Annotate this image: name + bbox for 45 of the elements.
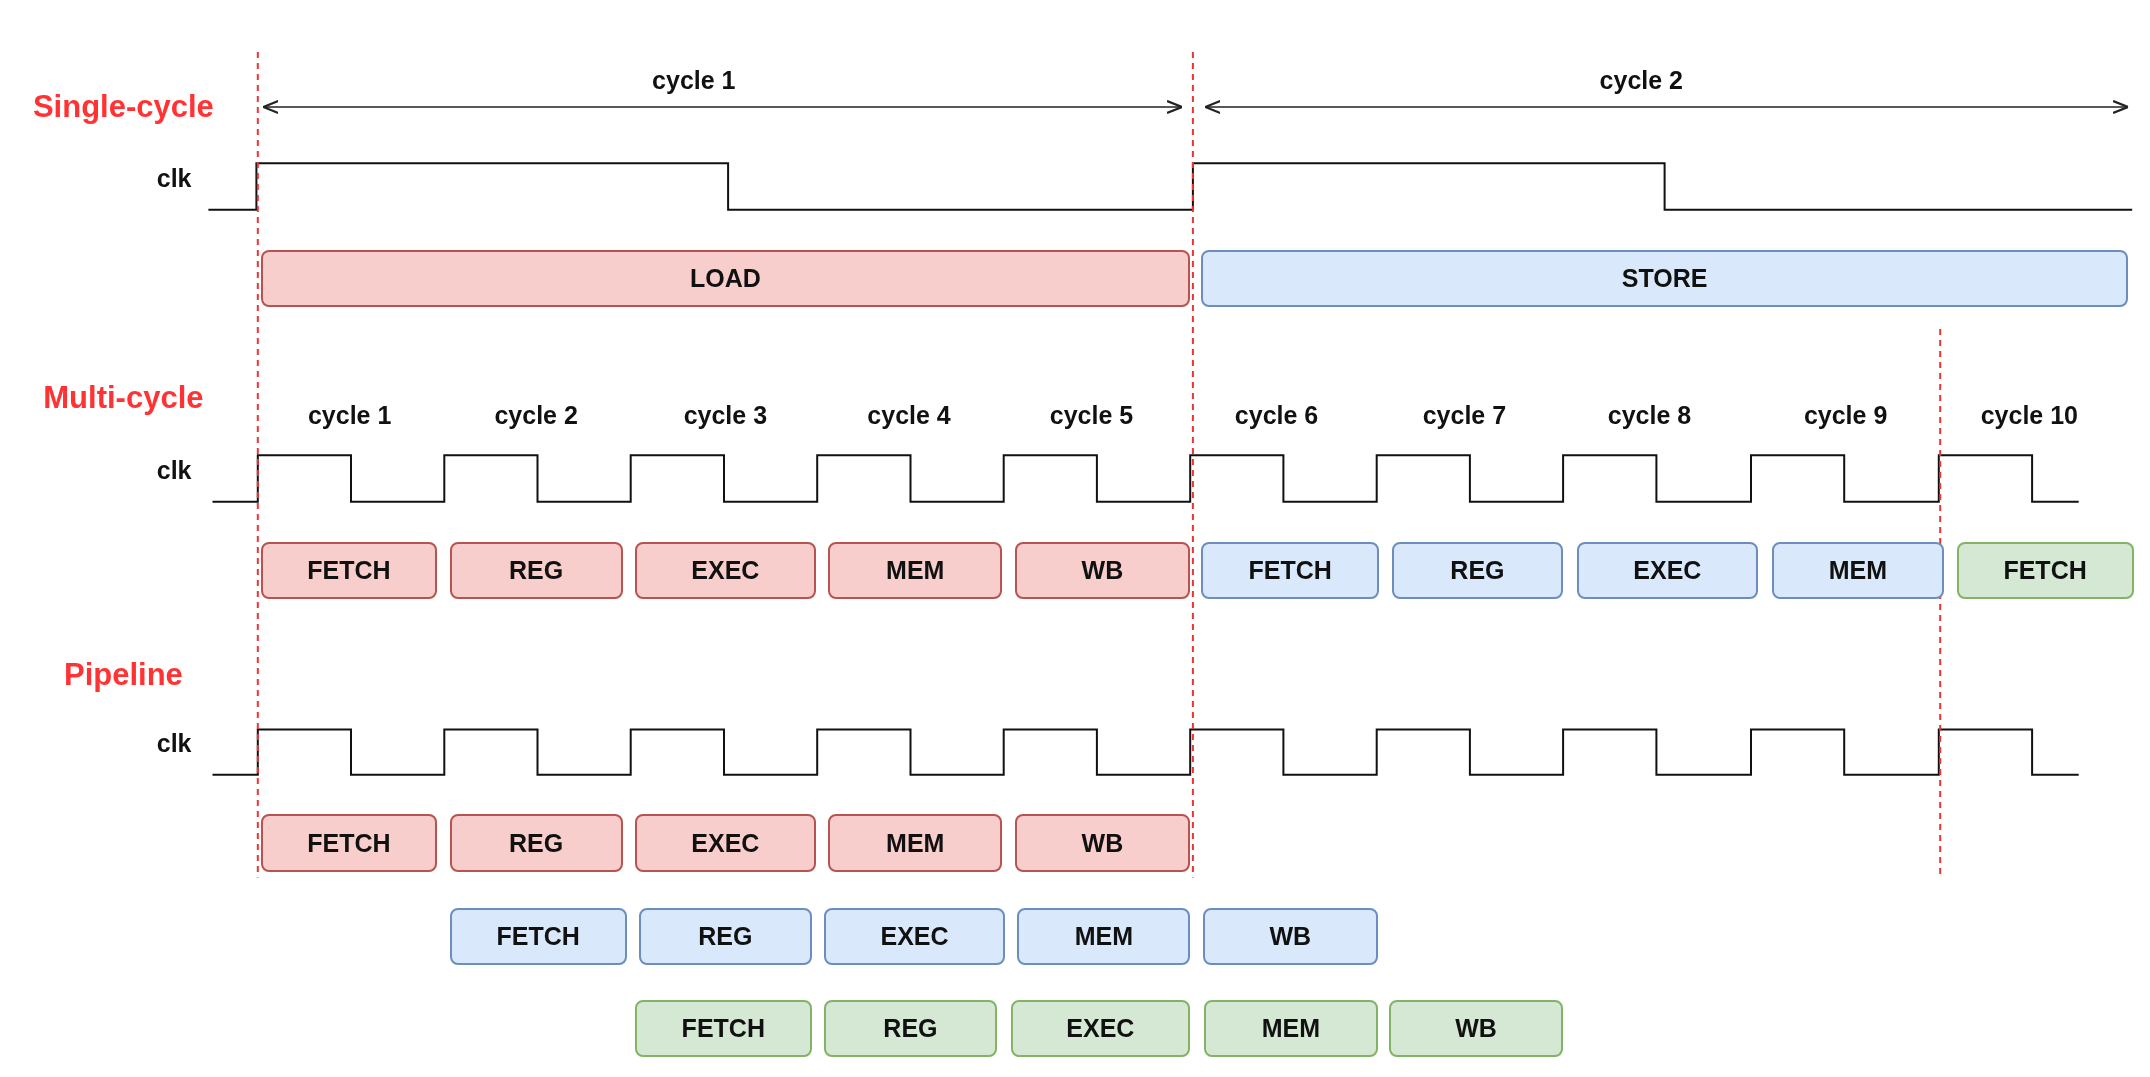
stage-box: MEM	[828, 541, 1003, 600]
cycle-label: cycle 7	[1422, 400, 1507, 430]
stage-box: EXEC	[1576, 541, 1758, 600]
stage-box: FETCH	[260, 814, 438, 873]
stage-box: MEM	[1771, 541, 1945, 600]
stage-box: EXEC	[1010, 999, 1191, 1058]
stage-box: WB	[1389, 999, 1564, 1058]
stage-box: WB	[1014, 541, 1191, 600]
cycle-label: cycle 10	[1980, 400, 2078, 430]
row-title: Single-cycle	[32, 88, 214, 125]
cycle-label: cycle 2	[1599, 65, 1683, 94]
cycle-label: cycle 8	[1607, 400, 1692, 430]
stage-box: REG	[449, 814, 623, 873]
cycle-label: cycle 2	[494, 400, 578, 430]
stage-box: WB	[1202, 907, 1378, 966]
stage-box: WB	[1014, 814, 1191, 873]
stage-box: EXEC	[824, 907, 1006, 966]
signal-name: clk	[156, 163, 192, 193]
stage-box: EXEC	[634, 541, 816, 600]
stage-box: FETCH	[1201, 541, 1380, 600]
row-title: Multi-cycle	[43, 379, 204, 416]
cycle-label: cycle 1	[652, 65, 736, 94]
stage-box: FETCH	[634, 999, 812, 1058]
stage-box: FETCH	[449, 907, 627, 966]
stage-box: MEM	[1017, 907, 1191, 966]
signal-name: clk	[156, 728, 192, 758]
stage-box: REG	[824, 999, 997, 1058]
cycle-label: cycle 1	[307, 400, 392, 430]
row-title: Pipeline	[63, 656, 183, 693]
instruction-box: LOAD	[260, 249, 1191, 308]
stage-box: MEM	[828, 814, 1003, 873]
stage-box: EXEC	[634, 814, 816, 873]
signal-name: clk	[156, 455, 192, 485]
stage-box: FETCH	[260, 541, 438, 600]
cycle-label: cycle 5	[1049, 400, 1134, 430]
cycle-label: cycle 6	[1234, 400, 1319, 430]
stage-box: MEM	[1203, 999, 1378, 1058]
cycle-label: cycle 9	[1803, 400, 1888, 430]
cycle-label: cycle 4	[867, 400, 951, 430]
stage-box: REG	[638, 907, 812, 966]
stage-box: REG	[1391, 541, 1564, 600]
instruction-box: STORE	[1201, 249, 2129, 308]
stage-box: FETCH	[1956, 541, 2134, 600]
stage-box: REG	[449, 541, 623, 600]
cycle-label: cycle 3	[683, 400, 768, 430]
